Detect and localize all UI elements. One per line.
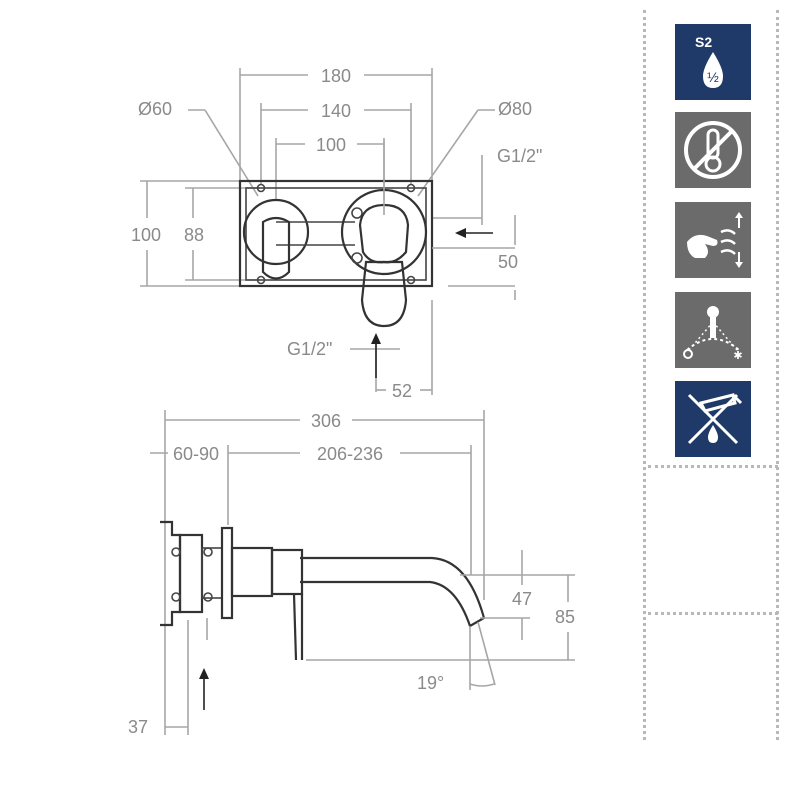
dim-52-label: 52	[392, 381, 412, 401]
water-saving-text-bottom: ½	[707, 69, 719, 85]
dim-85-label: 85	[555, 607, 575, 627]
dim-306-label: 306	[311, 411, 341, 431]
dim-d80-label: Ø80	[498, 99, 532, 119]
dim-wall-depth-label: 60-90	[173, 444, 219, 464]
dim-d60-label: Ø60	[138, 99, 172, 119]
thread-side-label: G1/2"	[497, 146, 542, 166]
dim-100-height-label: 100	[131, 225, 161, 245]
dim-50-label: 50	[498, 252, 518, 272]
water-saving-icon: S2 ½	[675, 24, 751, 100]
dim-47-label: 47	[512, 589, 532, 609]
dim-angle-label: 19°	[417, 673, 444, 693]
dim-37-label: 37	[128, 717, 148, 737]
dim-reach-label: 206-236	[317, 444, 383, 464]
sidebar-divider-right	[776, 10, 779, 740]
technical-drawing: 180 140 100 Ø60 Ø80 G1/2"	[128, 66, 575, 737]
dim-center-distance: 100	[275, 135, 385, 200]
dim-inlet-distance: 140	[260, 101, 412, 185]
sidebar-divider-2	[648, 612, 778, 615]
no-aerator-icon	[675, 381, 751, 457]
front-view: 180 140 100 Ø60 Ø80 G1/2"	[131, 66, 542, 401]
side-view: 306 60-90 206-236	[128, 410, 575, 737]
mixer-body-side	[160, 520, 486, 661]
water-saving-text-top: S2	[695, 34, 712, 50]
dim-180-label: 180	[321, 66, 351, 86]
wash-hands-icon	[675, 202, 751, 278]
wall-plate	[238, 140, 434, 328]
dim-height: 100 88	[131, 180, 260, 287]
dim-140-label: 140	[321, 101, 351, 121]
sidebar-divider-left	[643, 10, 646, 740]
dim-88-label: 88	[184, 225, 204, 245]
no-thermostat-icon	[675, 112, 751, 188]
svg-text:✱: ✱	[733, 349, 742, 362]
thread-bottom-label: G1/2"	[287, 339, 332, 359]
hot-cold-lever-icon: ✱	[675, 292, 751, 368]
dim-100-label: 100	[316, 135, 346, 155]
sidebar-divider-1	[648, 465, 778, 468]
dim-overall-width: 180	[239, 66, 433, 185]
